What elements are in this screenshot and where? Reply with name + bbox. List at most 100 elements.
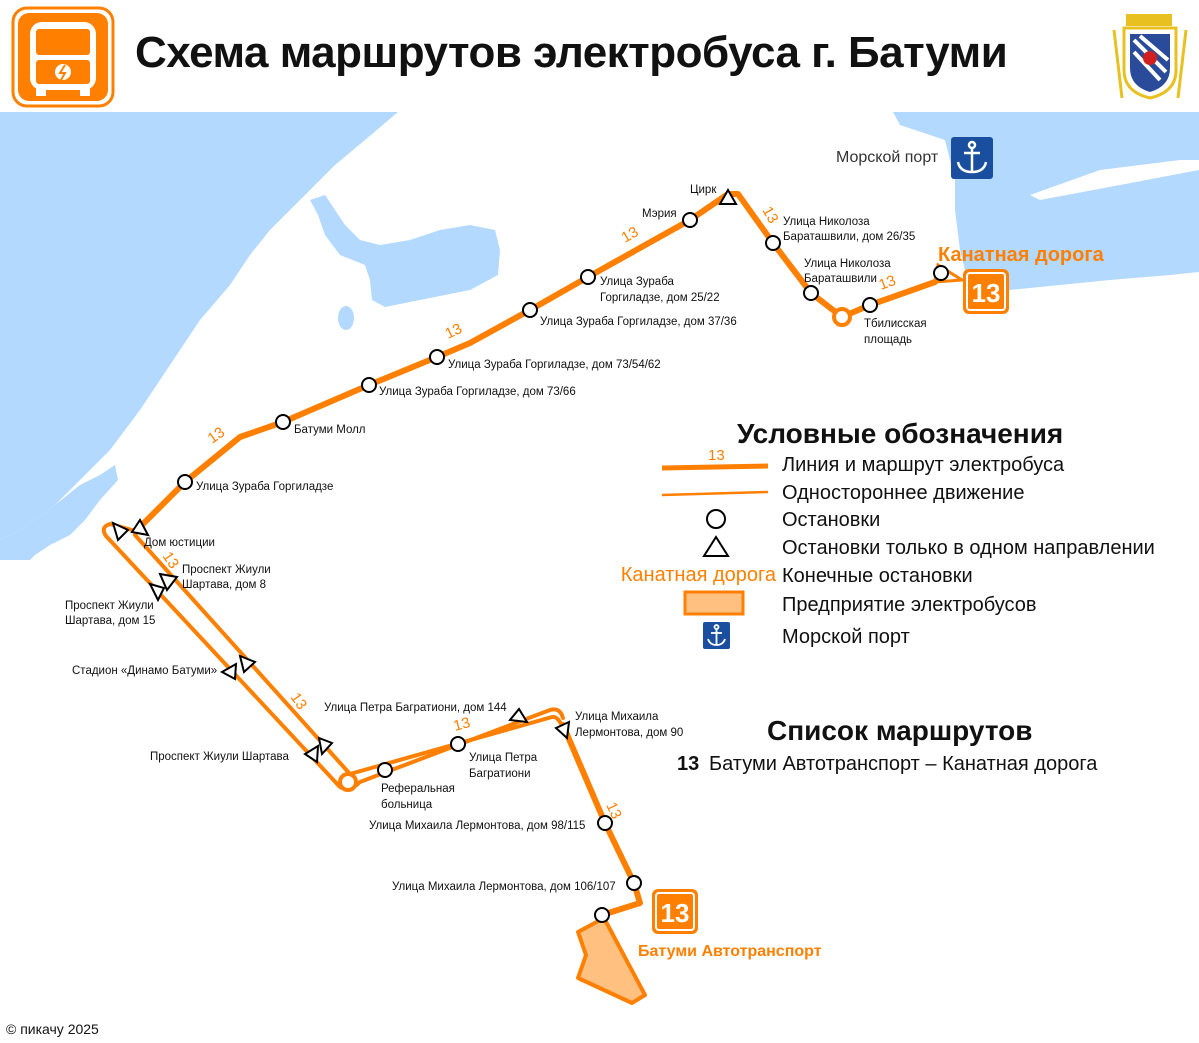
transfer-stop-circle[interactable] <box>832 307 852 327</box>
stop-label: Горгиладзе, дом 25/22 <box>600 292 720 304</box>
stop-labels: Цирк Мэрия Улица Зураба Горгиладзе, дом … <box>65 184 927 893</box>
harbor-channel <box>310 195 500 307</box>
stop-circle <box>597 815 613 831</box>
svg-text:13: 13 <box>972 278 1001 308</box>
legend-route-line <box>661 463 769 471</box>
route-number-label: 13 <box>443 320 465 342</box>
stop-label: Улица Михаила Лермонтова, дом 98/115 <box>369 820 585 832</box>
copyright: © пикачу 2025 <box>6 1021 99 1037</box>
terminal-badge-south[interactable]: 13 <box>652 889 698 934</box>
transfer-stop-circle[interactable] <box>338 772 358 792</box>
stop-label: Улица Зураба Горгиладзе, дом 37/36 <box>540 316 737 328</box>
legend-stop-circle <box>706 509 726 529</box>
sea <box>0 112 398 540</box>
terminal-label-north: Канатная дорога <box>938 244 1105 266</box>
stop-label: Проспект Жиули <box>65 600 154 612</box>
anchor-icon[interactable] <box>951 137 993 179</box>
stop-triangle <box>158 572 179 592</box>
stop-circle <box>765 235 781 251</box>
legend-item: Остановки только в одном направлении <box>782 537 1155 559</box>
route-number-label: 13 <box>205 424 228 447</box>
small-lake <box>338 306 354 330</box>
legend-title: Условные обозначения <box>737 418 1063 449</box>
stop-circle <box>803 285 819 301</box>
pier <box>1030 160 1199 200</box>
stop-label: Мэрия <box>642 208 677 220</box>
legend-stop-triangle <box>702 535 730 557</box>
stop-label: Улица Зураба <box>600 276 675 288</box>
legend-item: Линия и маршрут электробуса <box>782 454 1065 476</box>
stop-circle <box>361 377 377 393</box>
port-label: Морской порт <box>836 149 939 166</box>
stop-label: Проспект Жиули Шартава <box>150 751 290 763</box>
stop-circle <box>377 762 393 778</box>
stop-circle <box>862 297 878 313</box>
stop-label: Бараташвили <box>804 273 877 285</box>
legend-terminal-sample: Канатная дорога <box>621 564 777 586</box>
stop-label: Улица Николоза <box>783 216 870 228</box>
route-number-label: 13 <box>619 223 642 246</box>
stop-label: площадь <box>864 334 912 346</box>
stop-circle <box>682 212 698 228</box>
route-list-number: 13 <box>677 753 699 775</box>
stop-label: Тбилисская <box>864 318 927 330</box>
route-number-label: 13 <box>159 549 182 572</box>
stop-label: Шартава, дом 15 <box>65 615 155 627</box>
routes-list-title: Список маршрутов <box>767 715 1032 746</box>
depot-area <box>576 916 647 1005</box>
stop-label: Реферальная <box>381 783 455 795</box>
svg-text:13: 13 <box>661 898 690 928</box>
stop-label: Улица Зураба Горгиладзе, дом 73/54/62 <box>448 359 661 371</box>
one-direction-stops[interactable] <box>111 187 738 764</box>
stop-circle <box>594 907 610 923</box>
stop-label: Улица Петра Багратиони, дом 144 <box>324 702 507 714</box>
stop-triangle <box>111 521 130 542</box>
routes-list: Список маршрутов 13 Батуми Автотранспорт… <box>677 715 1098 775</box>
page-title: Схема маршрутов электробуса г. Батуми <box>135 28 1008 77</box>
stop-circle <box>275 414 291 430</box>
stop-circle <box>626 875 642 891</box>
legend-item: Морской порт <box>782 626 910 648</box>
route-number-labels: 13 13 13 13 13 13 13 13 13 <box>159 204 898 822</box>
route-number-label: 13 <box>287 690 310 713</box>
stop-label: Багратиони <box>469 768 531 780</box>
stop-circle <box>933 265 949 281</box>
stop-label: Улица Петра <box>469 752 538 764</box>
stop-label: Улица Михаила Лермонтова, дом 106/107 <box>392 881 616 893</box>
stop-triangle <box>508 707 529 724</box>
stop-label: Проспект Жиули <box>182 564 271 576</box>
route-list-name: Батуми Автотранспорт – Канатная дорога <box>709 753 1098 775</box>
stop-label: Улица Михаила <box>575 711 659 723</box>
electric-bus-icon <box>11 6 115 108</box>
stop-label: Улица Николоза <box>804 258 891 270</box>
stop-label: больница <box>381 799 433 811</box>
stops[interactable] <box>177 212 949 923</box>
stop-triangle <box>238 654 257 674</box>
legend-oneway-line <box>661 496 769 501</box>
legend: Условные обозначения 13 Канатная дорога … <box>621 418 1155 649</box>
stop-label: Бараташвили, дом 26/35 <box>783 231 915 243</box>
legend-item: Одностороннее движение <box>782 482 1024 504</box>
legend-item: Конечные остановки <box>782 565 973 587</box>
legend-depot-swatch <box>683 590 745 616</box>
stop-label: Дом юстиции <box>144 537 215 549</box>
legend-item: Остановки <box>782 509 880 531</box>
terminal-label-south: Батуми Автотранспорт <box>638 943 822 960</box>
stop-label: Улица Зураба Горгиладзе, дом 73/66 <box>379 386 576 398</box>
stop-circle <box>522 302 538 318</box>
stop-label: Лермонтова, дом 90 <box>575 727 683 739</box>
batumi-coat-of-arms <box>1112 14 1188 100</box>
stop-triangle <box>303 744 320 764</box>
stop-triangle <box>130 518 150 537</box>
stop-triangle <box>554 720 571 741</box>
stop-circle <box>429 349 445 365</box>
stop-circle <box>580 269 596 285</box>
stop-triangle <box>148 582 166 603</box>
legend-item: Предприятие электробусов <box>782 594 1037 616</box>
stop-triangle <box>219 662 238 681</box>
stop-circle <box>177 474 193 490</box>
stop-label: Шартава, дом 8 <box>182 579 266 591</box>
legend-route-number: 13 <box>708 447 725 464</box>
terminal-badge-north[interactable]: 13 <box>963 269 1009 314</box>
